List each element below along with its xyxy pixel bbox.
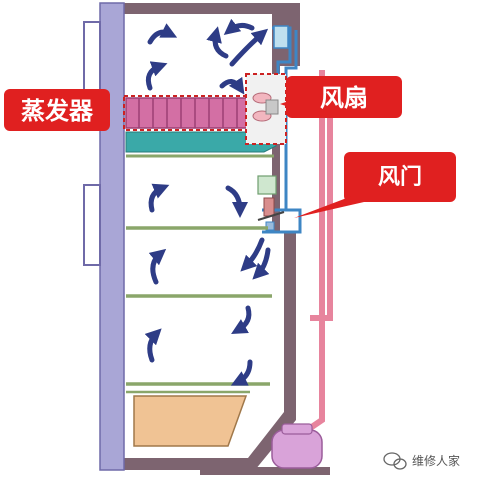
- condenser-pipe: [298, 70, 333, 438]
- evaporator-callout: 蒸发器: [4, 89, 110, 131]
- airflow-arrow-icon: [229, 28, 269, 67]
- drip-tray: [125, 131, 277, 158]
- airflow-arrow-icon: [144, 328, 162, 363]
- door: [83, 2, 125, 471]
- watermark-text: 维修人家: [412, 453, 460, 468]
- fan-callout: 风扇: [280, 76, 402, 118]
- duct-outlet-top: [273, 25, 289, 49]
- airflow-arrow-icon: [240, 237, 265, 272]
- fan: [245, 73, 287, 145]
- base-plate: [200, 467, 330, 475]
- airflow-arrow-icon: [206, 26, 229, 59]
- compressor: [271, 423, 323, 469]
- airflow-arrow-icon: [219, 76, 245, 95]
- airflow-arrow-icon: [148, 248, 167, 285]
- airflow-arrow-icon: [252, 247, 271, 280]
- wechat-icon: [383, 452, 407, 470]
- airflow-arrow-icon: [231, 305, 252, 334]
- crisper-drawer: [133, 395, 248, 447]
- watermark: 维修人家: [383, 452, 460, 470]
- airflow-arrow-icon: [225, 185, 248, 218]
- airflow-arrow-icon: [230, 359, 253, 386]
- airflow-arrow-icon: [148, 183, 170, 213]
- damper-callout: 风门: [294, 152, 456, 218]
- damper: [257, 175, 285, 231]
- airflow-arrow-icon: [147, 23, 178, 45]
- fan-label: 风扇: [320, 84, 368, 112]
- airflow-arrow-icon: [145, 61, 168, 91]
- airflow-arrows: [144, 18, 271, 386]
- evaporator-label: 蒸发器: [21, 97, 94, 125]
- airflow-arrow-icon: [223, 18, 255, 35]
- damper-label: 风门: [378, 164, 422, 190]
